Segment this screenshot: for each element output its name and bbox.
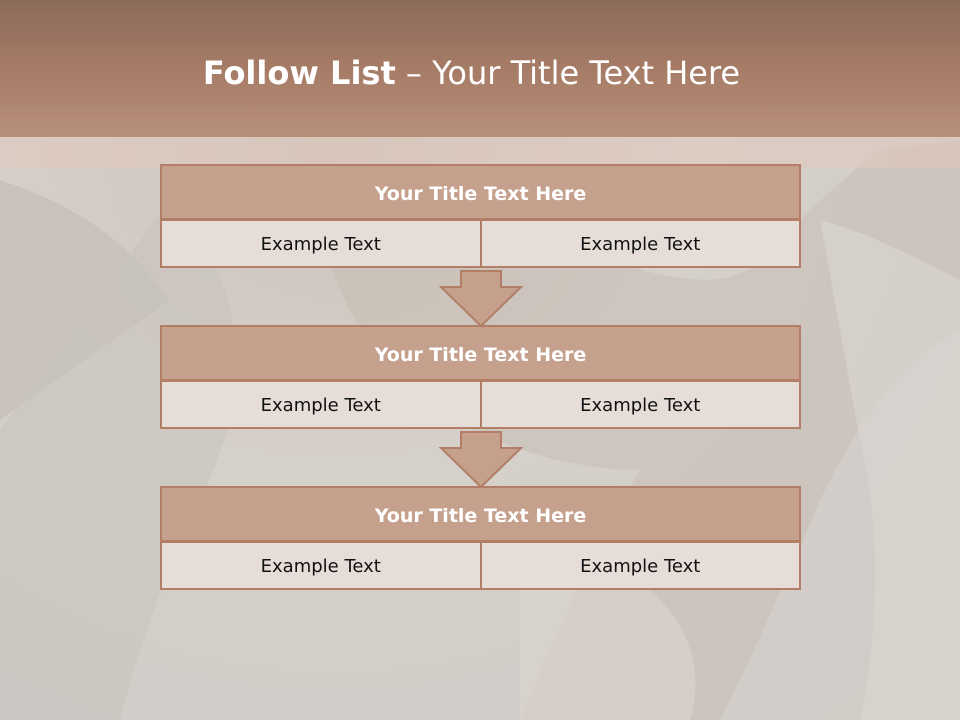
list-block-1: Your Title Text Here Example Text Exampl…: [160, 164, 801, 268]
block-cell-left: Example Text: [160, 541, 482, 590]
list-block-3: Your Title Text Here Example Text Exampl…: [160, 486, 801, 590]
block-cell-right: Example Text: [479, 219, 801, 268]
block-row: Example Text Example Text: [160, 380, 801, 429]
slide-title: Follow List – Your Title Text Here: [0, 54, 943, 92]
block-row: Example Text Example Text: [160, 219, 801, 268]
block-cell-right: Example Text: [479, 541, 801, 590]
slide-title-separator: –: [395, 54, 433, 92]
down-arrow-icon: [438, 431, 524, 489]
block-title: Your Title Text Here: [160, 164, 801, 220]
down-arrow-icon: [438, 270, 524, 328]
slide-title-bold: Follow List: [202, 54, 396, 92]
block-title: Your Title Text Here: [160, 325, 801, 381]
slide-title-rest: Your Title Text Here: [432, 54, 741, 92]
block-cell-left: Example Text: [160, 380, 482, 429]
block-title: Your Title Text Here: [160, 486, 801, 542]
block-row: Example Text Example Text: [160, 541, 801, 590]
title-band: [0, 0, 960, 137]
block-cell-right: Example Text: [479, 380, 801, 429]
block-cell-left: Example Text: [160, 219, 482, 268]
title-band-underlay: [0, 137, 960, 168]
list-block-2: Your Title Text Here Example Text Exampl…: [160, 325, 801, 429]
